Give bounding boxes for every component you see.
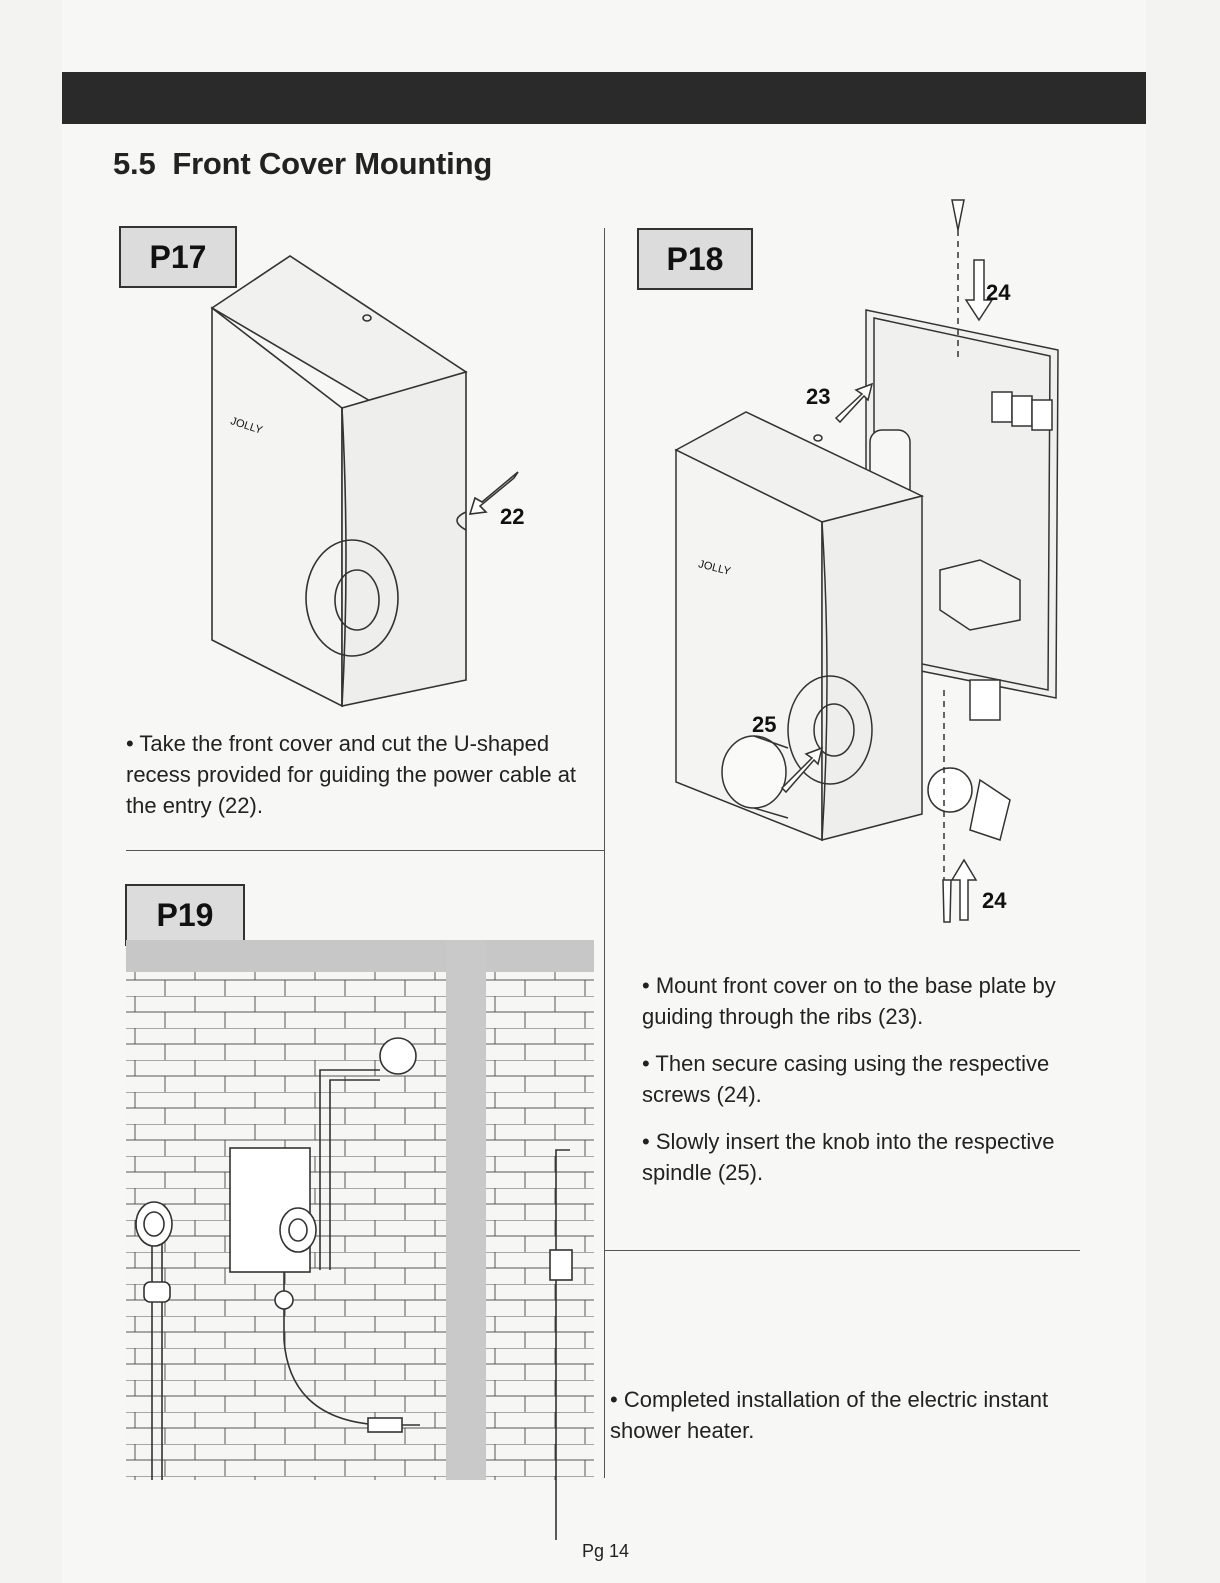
p18-callout-25: 25 — [752, 712, 777, 737]
right-divider — [604, 1250, 1080, 1251]
p18-caption-2: • Then secure casing using the respectiv… — [642, 1051, 1050, 1107]
p18-exploded-assembly — [674, 199, 1059, 923]
p18-caption-3: • Slowly insert the knob into the respec… — [642, 1129, 1055, 1185]
vertical-divider — [604, 228, 605, 1478]
header-bar — [62, 72, 1146, 124]
p18-callout-24-bottom: 24 — [982, 888, 1007, 913]
left-divider — [126, 850, 604, 851]
p18-callout-24-top: 24 — [986, 280, 1011, 305]
p18-caption-1: • Mount front cover on to the base plate… — [642, 973, 1056, 1029]
section-title: 5.5 Front Cover Mounting — [113, 146, 492, 182]
p19-caption: • Completed installation of the electric… — [610, 1384, 1070, 1446]
p17-caption-text: • Take the front cover and cut the U-sha… — [126, 731, 577, 818]
section-number: 5.5 — [113, 146, 156, 181]
p17-callout-22: 22 — [500, 504, 525, 529]
panel-label-p18: P18 — [637, 228, 753, 290]
panel-label-p19: P19 — [125, 884, 245, 946]
p18-callout-23: 23 — [806, 384, 831, 409]
p17-heater-illustration — [210, 255, 519, 708]
p19-caption-text: • Completed installation of the electric… — [610, 1387, 1049, 1443]
p17-caption: • Take the front cover and cut the U-sha… — [126, 728, 596, 821]
panel-label-p17: P17 — [119, 226, 237, 288]
p19-installation-scene — [126, 940, 594, 1540]
p18-captions: • Mount front cover on to the base plate… — [642, 970, 1090, 1188]
section-heading: Front Cover Mounting — [172, 146, 493, 181]
page-number: Pg 14 — [582, 1541, 630, 1561]
